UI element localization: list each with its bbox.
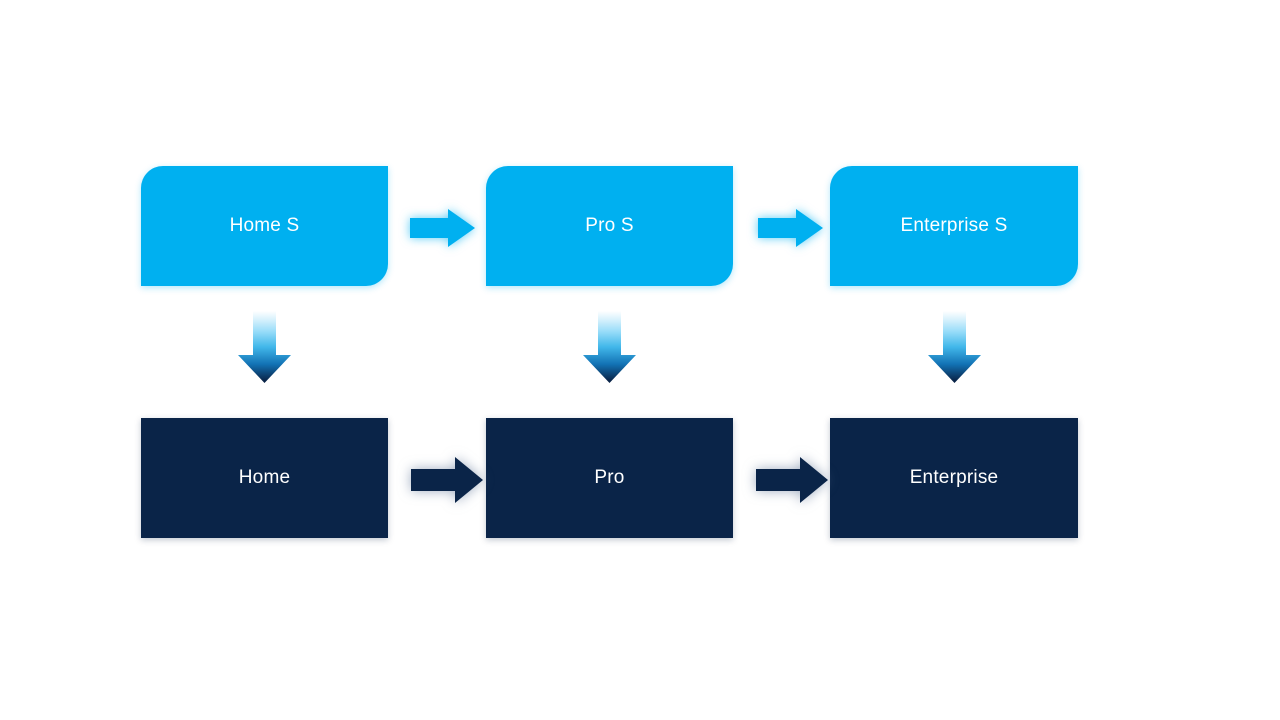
node-label: Home S [229,215,300,236]
node-home: Home [141,418,388,538]
node-label: Home [238,467,291,488]
node-enterprise: Enterprise [830,418,1078,538]
node-label: Pro [594,467,625,488]
right-arrow-shape [756,457,828,503]
node-enterprise-s: Enterprise S [830,166,1078,286]
node-label: Pro S [585,215,634,236]
node-label: Enterprise S [900,215,1008,236]
node-label: Enterprise [909,467,999,488]
right-arrow-shape [410,209,475,247]
down-arrow-icon [928,311,981,383]
right-arrow-shape [758,209,823,247]
right-arrow-shape [411,457,483,503]
node-pro: Pro [486,418,733,538]
down-arrow-icon [238,311,291,383]
node-home-s: Home S [141,166,388,286]
node-pro-s: Pro S [486,166,733,286]
down-arrow-icon [583,311,636,383]
